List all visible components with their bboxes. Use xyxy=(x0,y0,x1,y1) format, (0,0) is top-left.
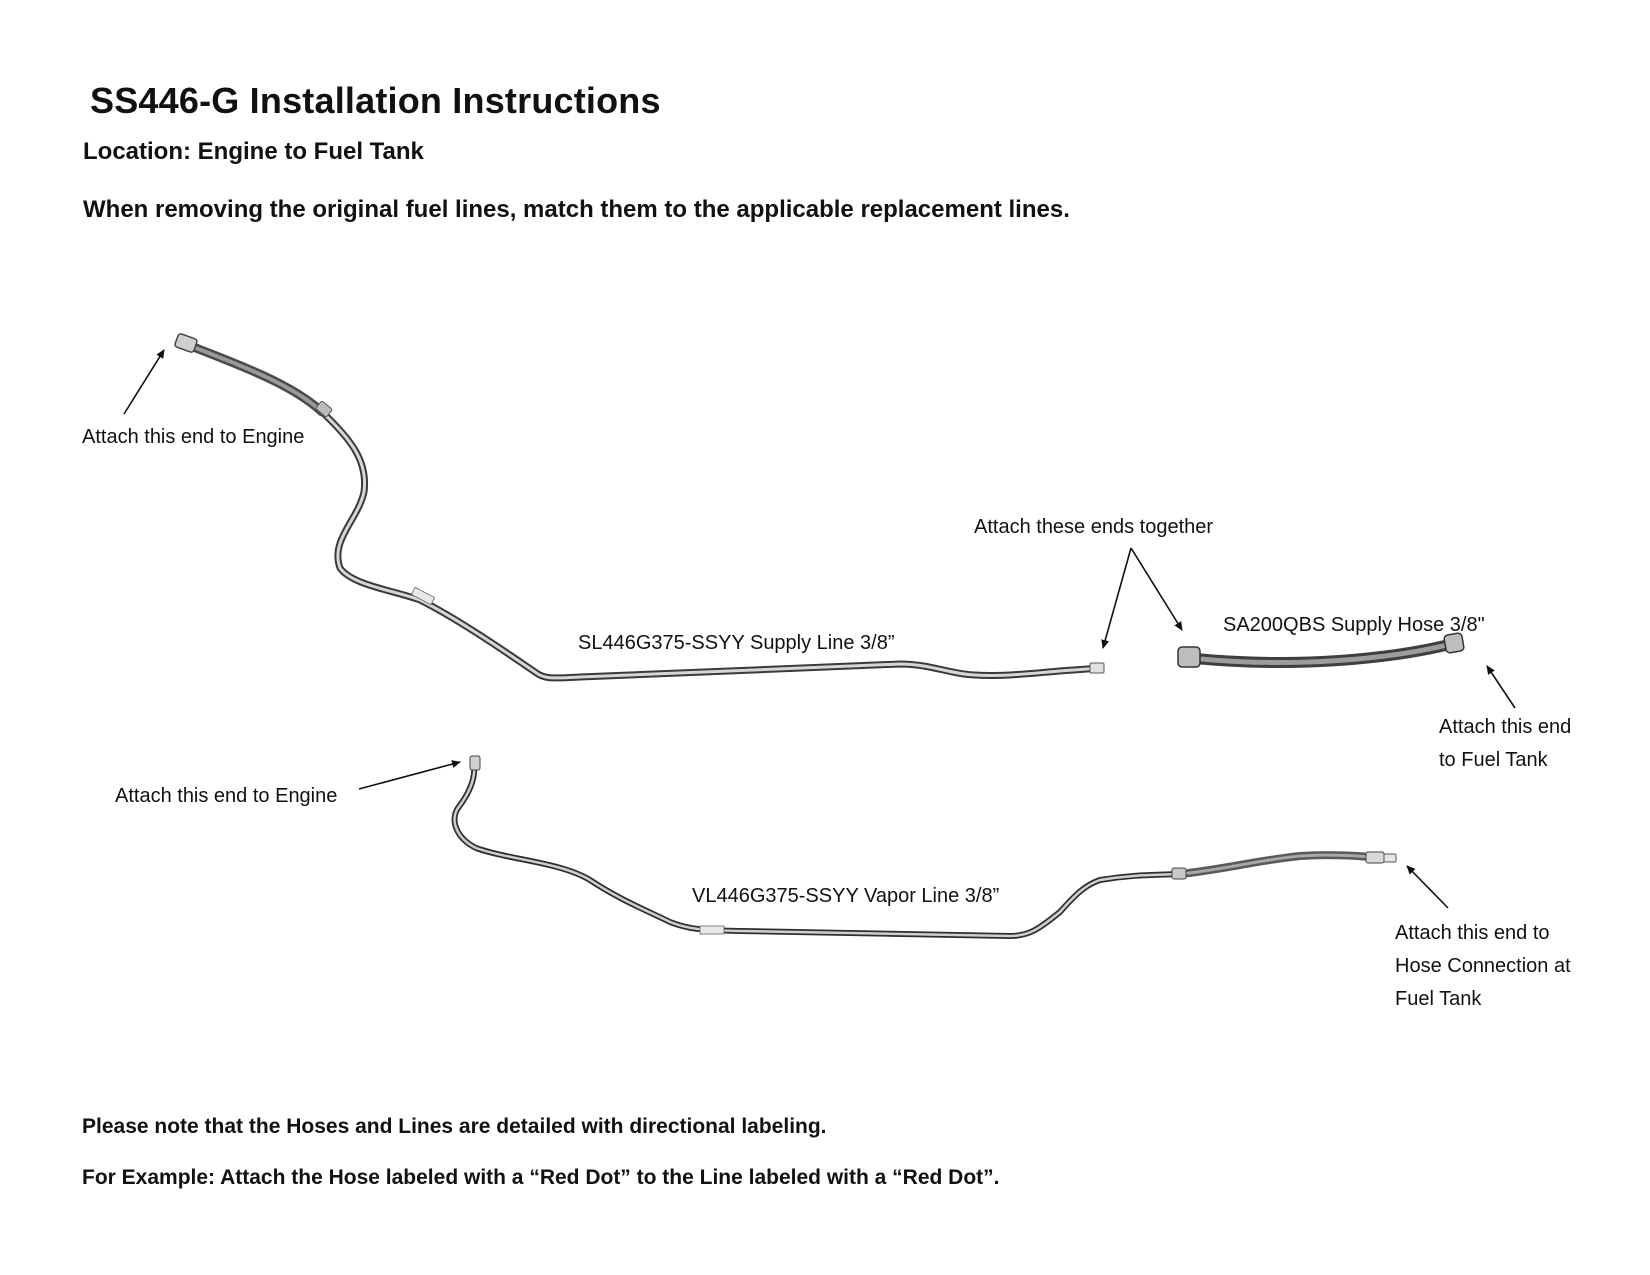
callout-hose-connection: Attach this end to Hose Connection at Fu… xyxy=(1395,917,1571,1016)
callout-ends-together: Attach these ends together xyxy=(974,516,1214,538)
location-value: : Engine to Fuel Tank xyxy=(183,138,424,165)
arrow-supply-engine xyxy=(123,349,165,415)
supply-line-tube xyxy=(174,333,1105,682)
callout-supply-engine: Attach this end to Engine xyxy=(82,426,305,448)
supply-hose-tube xyxy=(1177,632,1465,668)
callout-fuel-tank: Attach this end to Fuel Tank xyxy=(1439,711,1571,777)
supply-line-label: SL446G375-SSYY Supply Line 3/8” xyxy=(578,632,895,654)
callout-hose-connection-line2: Hose Connection at xyxy=(1395,955,1571,977)
arrow-fuel-tank xyxy=(1486,665,1516,709)
vapor-line-label: VL446G375-SSYY Vapor Line 3/8” xyxy=(692,885,1000,907)
location-label: Location xyxy=(83,138,183,165)
callout-hose-connection-line1: Attach this end to xyxy=(1395,922,1550,944)
footer-note-directional: Please note that the Hoses and Lines are… xyxy=(82,1115,827,1138)
arrow-vapor-engine xyxy=(358,760,461,790)
instruction-text: When removing the original fuel lines, m… xyxy=(83,196,1070,223)
arrow-ends-together-right xyxy=(1130,547,1183,631)
arrow-ends-together-left xyxy=(1101,547,1132,649)
callout-fuel-tank-line1: Attach this end xyxy=(1439,716,1572,738)
callout-fuel-tank-line2: to Fuel Tank xyxy=(1439,749,1548,771)
arrow-hose-connection xyxy=(1406,865,1449,909)
page-title: SS446-G Installation Instructions xyxy=(90,80,661,121)
footer-note-example: For Example: Attach the Hose labeled wit… xyxy=(82,1166,1000,1189)
vapor-line-tube xyxy=(451,755,1397,939)
callout-hose-connection-line3: Fuel Tank xyxy=(1395,988,1482,1010)
supply-hose-label: SA200QBS Supply Hose 3/8" xyxy=(1223,614,1485,636)
location-line: Location: Engine to Fuel Tank xyxy=(83,138,424,166)
callout-vapor-engine: Attach this end to Engine xyxy=(115,785,338,807)
